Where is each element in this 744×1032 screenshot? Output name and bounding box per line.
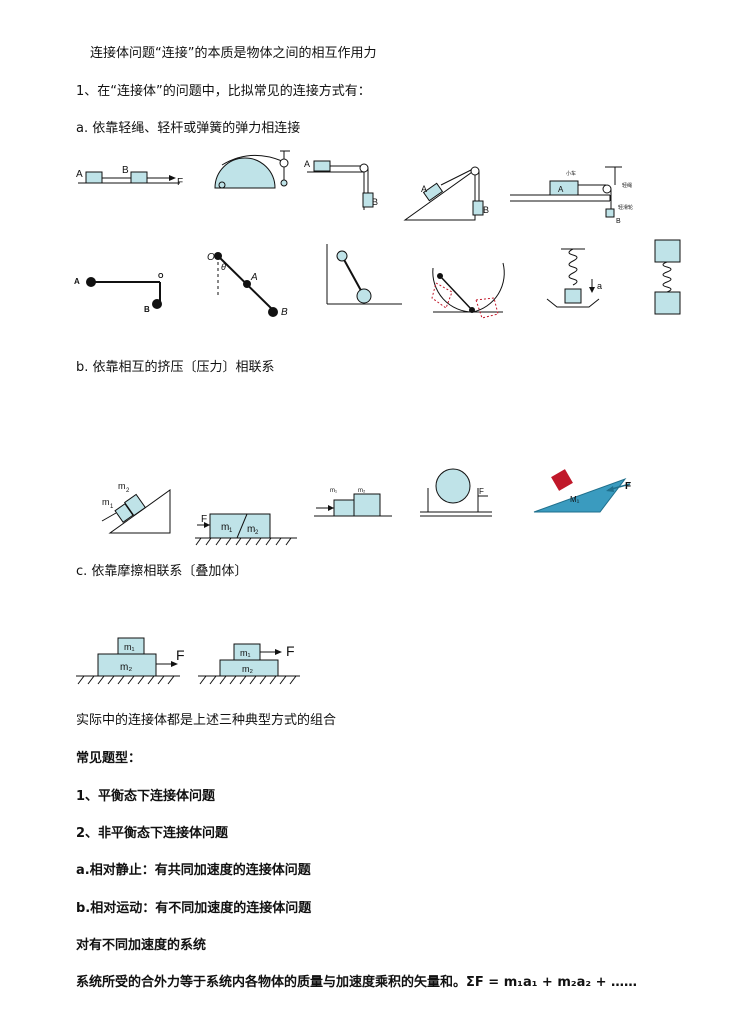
svg-text:轻绳: 轻绳 — [622, 182, 632, 189]
svg-text:A: A — [250, 272, 258, 283]
figure-ball-in-box: F — [420, 468, 492, 517]
section-1: 1、在“连接体”的问题中，比拟常见的连接方式有： — [76, 84, 371, 99]
sum-statement: 系统所受的合外力等于系统内各物体的质量与加速度乘积的矢量和。ΣF = m₁a₁ … — [76, 975, 638, 990]
svg-text:O: O — [158, 273, 164, 280]
svg-text:小车: 小车 — [566, 170, 576, 177]
page-title: 连接体问题“连接”的本质是物体之间的相互作用力 — [90, 46, 377, 61]
figure-bent-rod: A O B — [74, 273, 164, 314]
svg-text:A: A — [74, 277, 80, 286]
svg-text:1: 1 — [110, 504, 114, 510]
svg-text:m₂: m₂ — [120, 662, 132, 673]
svg-text:θ: θ — [221, 262, 226, 272]
combination-note: 实际中的连接体都是上述三种典型方式的组合 — [76, 713, 337, 728]
svg-text:m: m — [118, 481, 126, 491]
svg-text:m: m — [102, 497, 110, 507]
svg-text:F: F — [201, 514, 207, 525]
type-1: 1、平衡态下连接体问题 — [76, 789, 216, 804]
svg-text:m₂: m₂ — [242, 664, 253, 674]
svg-text:M₁: M₁ — [570, 495, 580, 504]
svg-text:2: 2 — [126, 488, 130, 494]
common-types-heading: 常见题型： — [76, 751, 142, 766]
svg-text:m₂: m₂ — [358, 488, 366, 494]
svg-text:1: 1 — [229, 528, 233, 534]
svg-text:m: m — [247, 524, 255, 535]
figure-bowl-rod — [431, 262, 505, 319]
figure-blocks-rope-force: A B F — [76, 165, 183, 188]
figure-wedge-red-block: M₁ F — [533, 469, 631, 513]
figure-table-pulley: A B — [304, 159, 378, 210]
type-2a: a.相对静止：有共同加速度的连接体问题 — [76, 863, 311, 878]
svg-text:F: F — [286, 643, 295, 659]
figure-incline-m1-m2: m 1 m 2 — [101, 481, 171, 534]
svg-text:A: A — [304, 159, 310, 169]
svg-text:A: A — [558, 185, 564, 194]
svg-text:m: m — [221, 522, 229, 533]
figure-cart-table: 小车 A B 轻绳 轻滑轮 — [510, 166, 633, 225]
svg-text:m₁: m₁ — [124, 642, 135, 652]
svg-text:A: A — [421, 184, 427, 194]
svg-text:A: A — [76, 169, 83, 180]
svg-text:B: B — [122, 165, 129, 176]
figure-stack-force-bottom: m₁ m₂ F — [76, 637, 185, 685]
svg-text:B: B — [372, 197, 378, 207]
heading-a: a. 依靠轻绳、轻杆或弹簧的弹力相连接 — [76, 121, 301, 136]
type-2b: b.相对运动：有不同加速度的连接体问题 — [76, 901, 312, 916]
svg-text:B: B — [616, 218, 621, 225]
figure-wall-rod-ball — [326, 244, 402, 305]
svg-text:轻滑轮: 轻滑轮 — [618, 204, 633, 211]
figure-pendulum-rod: O θ A B — [207, 252, 288, 318]
diff-accel-heading: 对有不同加速度的系统 — [76, 938, 207, 953]
svg-text:O: O — [207, 252, 215, 263]
svg-text:F: F — [177, 177, 183, 188]
figure-blocks-spring — [654, 239, 681, 315]
figure-semicircle-pulley — [214, 150, 290, 189]
figure-stack-force-top: m₁ m₂ F — [198, 643, 300, 685]
svg-text:B: B — [483, 205, 489, 215]
svg-text:m₁: m₁ — [330, 488, 337, 494]
heading-b: b. 依靠相互的挤压〔压力〕相联系 — [76, 360, 275, 375]
svg-text:F: F — [479, 487, 484, 496]
svg-text:B: B — [281, 307, 288, 318]
svg-text:B: B — [144, 305, 150, 314]
heading-c: c. 依靠摩擦相联系〔叠加体〕 — [76, 564, 248, 579]
figure-spring-block: a — [546, 248, 602, 308]
svg-text:a: a — [597, 281, 602, 291]
figure-split-block: F m 1 m 2 — [195, 513, 297, 546]
svg-text:F: F — [176, 647, 185, 663]
type-2: 2、非平衡态下连接体问题 — [76, 826, 229, 841]
svg-text:2: 2 — [255, 530, 259, 536]
svg-text:m₁: m₁ — [240, 648, 251, 658]
figure-adjacent-blocks: m₁ m₂ — [314, 488, 392, 517]
figure-incline-pulley: A B — [403, 166, 489, 221]
svg-text:F: F — [625, 481, 631, 492]
